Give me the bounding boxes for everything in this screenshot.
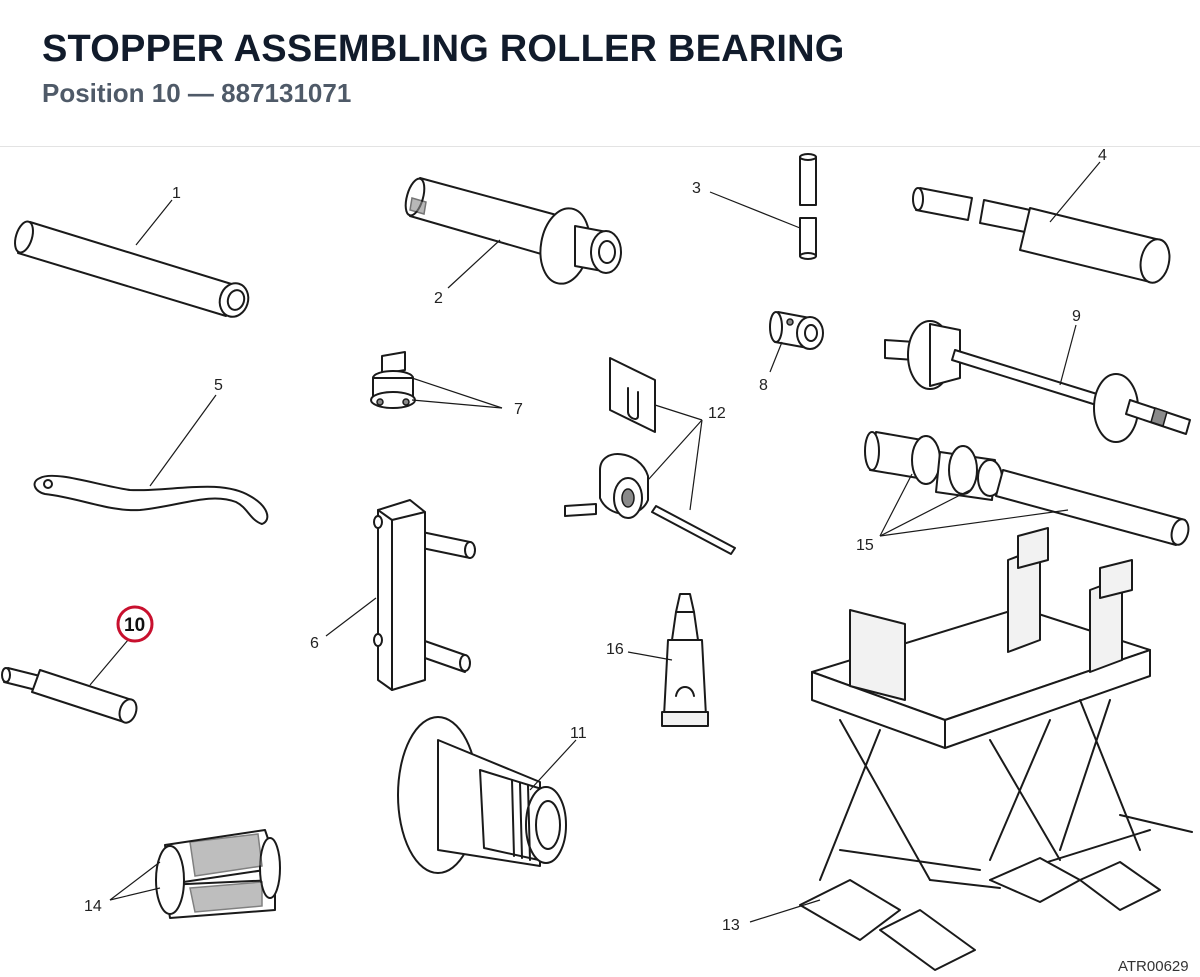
label-12: 12 bbox=[708, 405, 726, 422]
part-9-puller bbox=[884, 320, 1191, 443]
label-15: 15 bbox=[856, 537, 874, 554]
label-3: 3 bbox=[692, 180, 701, 197]
part-11-threaded-sleeve bbox=[397, 716, 577, 874]
label-13: 13 bbox=[722, 917, 740, 934]
label-7: 7 bbox=[514, 401, 523, 418]
part-7-adapter bbox=[370, 351, 503, 409]
label-16: 16 bbox=[606, 641, 624, 658]
tool-diagram: 1 2 3 4 5 bbox=[0, 146, 1200, 977]
part-4-stepped-shaft bbox=[912, 161, 1171, 284]
page-header: STOPPER ASSEMBLING ROLLER BEARING Positi… bbox=[0, 0, 1200, 147]
part-10-stopper-pin bbox=[1, 605, 154, 724]
page-title: STOPPER ASSEMBLING ROLLER BEARING bbox=[42, 28, 845, 70]
part-16-compound-tube bbox=[627, 593, 709, 727]
label-5: 5 bbox=[214, 377, 223, 394]
label-2: 2 bbox=[434, 290, 443, 307]
part-3-pin bbox=[709, 153, 817, 260]
part-12-bushing-set bbox=[564, 357, 736, 555]
label-9: 9 bbox=[1072, 308, 1081, 325]
label-1: 1 bbox=[172, 185, 181, 202]
part-1-tube bbox=[14, 199, 250, 318]
label-10-highlighted: 10 bbox=[124, 615, 145, 636]
label-11: 11 bbox=[570, 725, 587, 742]
part-5-hook-spanner bbox=[33, 394, 269, 525]
page-subtitle: Position 10 — 887131071 bbox=[42, 78, 352, 108]
label-8: 8 bbox=[759, 377, 768, 394]
part-13-scissor-jack-stand bbox=[749, 527, 1193, 971]
part-14-split-bush bbox=[109, 829, 281, 919]
part-15-tube-set bbox=[864, 431, 1190, 546]
part-6-plate-with-pins bbox=[325, 499, 476, 691]
part-8-collar bbox=[769, 311, 824, 373]
label-14: 14 bbox=[84, 898, 102, 915]
label-6: 6 bbox=[310, 635, 319, 652]
part-2-flanged-tube bbox=[404, 177, 622, 289]
drawing-reference-code: ATR00629 bbox=[1118, 958, 1189, 975]
label-4: 4 bbox=[1098, 147, 1107, 164]
